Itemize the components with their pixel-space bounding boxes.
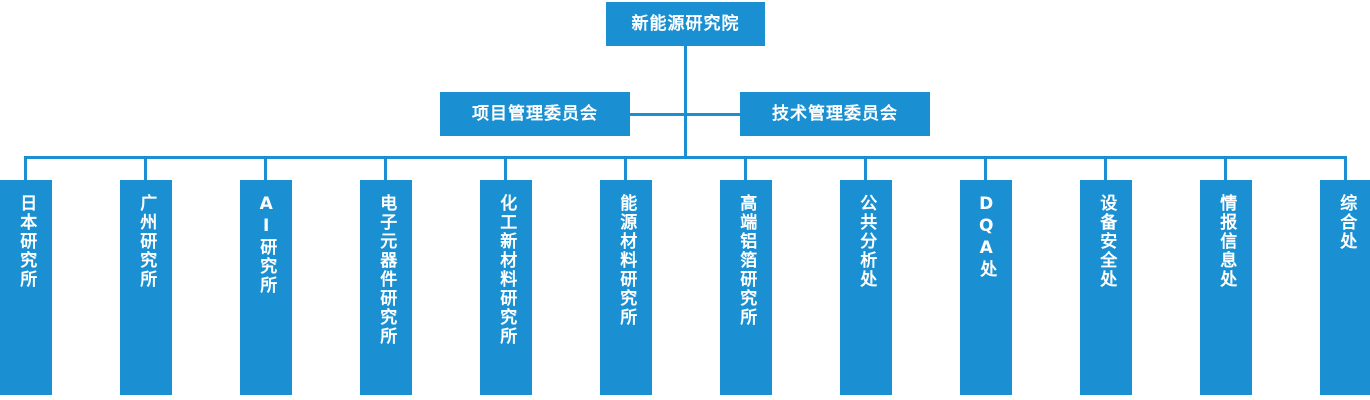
node-dept-label: 日本研究所 (16, 194, 37, 289)
node-dept-electronic-components-research-institute[interactable]: 电子元器件研究所 (360, 180, 412, 395)
connector-drop-8 (864, 156, 867, 180)
connector-drop-4 (384, 156, 387, 180)
node-dept-public-analysis-office[interactable]: 公共分析处 (840, 180, 892, 395)
connector-drop-2 (144, 156, 147, 180)
node-dept-high-end-aluminum-foil-research-institute[interactable]: 高端铝箔研究所 (720, 180, 772, 395)
node-dept-ai-research-institute[interactable]: AI研究所 (240, 180, 292, 395)
connector-drop-1 (24, 156, 27, 180)
connector-department-bus (24, 156, 1347, 159)
node-dept-label: 广州研究所 (136, 194, 157, 289)
connector-drop-7 (744, 156, 747, 180)
node-dept-label: 能源材料研究所 (616, 194, 637, 327)
node-root-institute[interactable]: 新能源研究院 (606, 2, 765, 46)
node-committee-label: 技术管理委员会 (772, 103, 898, 124)
node-committee-label: 项目管理委员会 (472, 103, 598, 124)
node-committee-technical-management[interactable]: 技术管理委员会 (740, 92, 930, 136)
node-dept-label: 设备安全处 (1096, 194, 1117, 289)
node-dept-intelligence-information-office[interactable]: 情报信息处 (1200, 180, 1252, 395)
connector-committee-bar (630, 113, 740, 116)
connector-drop-9 (984, 156, 987, 180)
node-committee-project-management[interactable]: 项目管理委员会 (440, 92, 630, 136)
node-dept-label: 化工新材料研究所 (496, 194, 517, 346)
connector-drop-5 (504, 156, 507, 180)
node-dept-energy-materials-research-institute[interactable]: 能源材料研究所 (600, 180, 652, 395)
node-dept-japan-research-institute[interactable]: 日本研究所 (0, 180, 52, 395)
connector-drop-12 (1344, 156, 1347, 180)
node-dept-dqa-office[interactable]: DQA处 (960, 180, 1012, 395)
node-dept-equipment-safety-office[interactable]: 设备安全处 (1080, 180, 1132, 395)
node-dept-guangzhou-research-institute[interactable]: 广州研究所 (120, 180, 172, 395)
node-dept-label: 高端铝箔研究所 (736, 194, 757, 327)
node-dept-general-affairs-office[interactable]: 综合处 (1320, 180, 1370, 395)
connector-drop-11 (1224, 156, 1227, 180)
node-dept-chemical-new-materials-research-institute[interactable]: 化工新材料研究所 (480, 180, 532, 395)
connector-root-spine (684, 46, 687, 157)
node-dept-label: 电子元器件研究所 (376, 194, 397, 346)
node-dept-label: 情报信息处 (1216, 194, 1237, 289)
node-dept-label: AI研究所 (256, 194, 277, 295)
node-root-label: 新能源研究院 (631, 13, 740, 34)
node-dept-label: 公共分析处 (856, 194, 877, 289)
connector-drop-10 (1104, 156, 1107, 180)
connector-drop-6 (624, 156, 627, 180)
node-dept-label: 综合处 (1336, 194, 1357, 251)
node-dept-label: DQA处 (976, 194, 997, 279)
connector-drop-3 (264, 156, 267, 180)
